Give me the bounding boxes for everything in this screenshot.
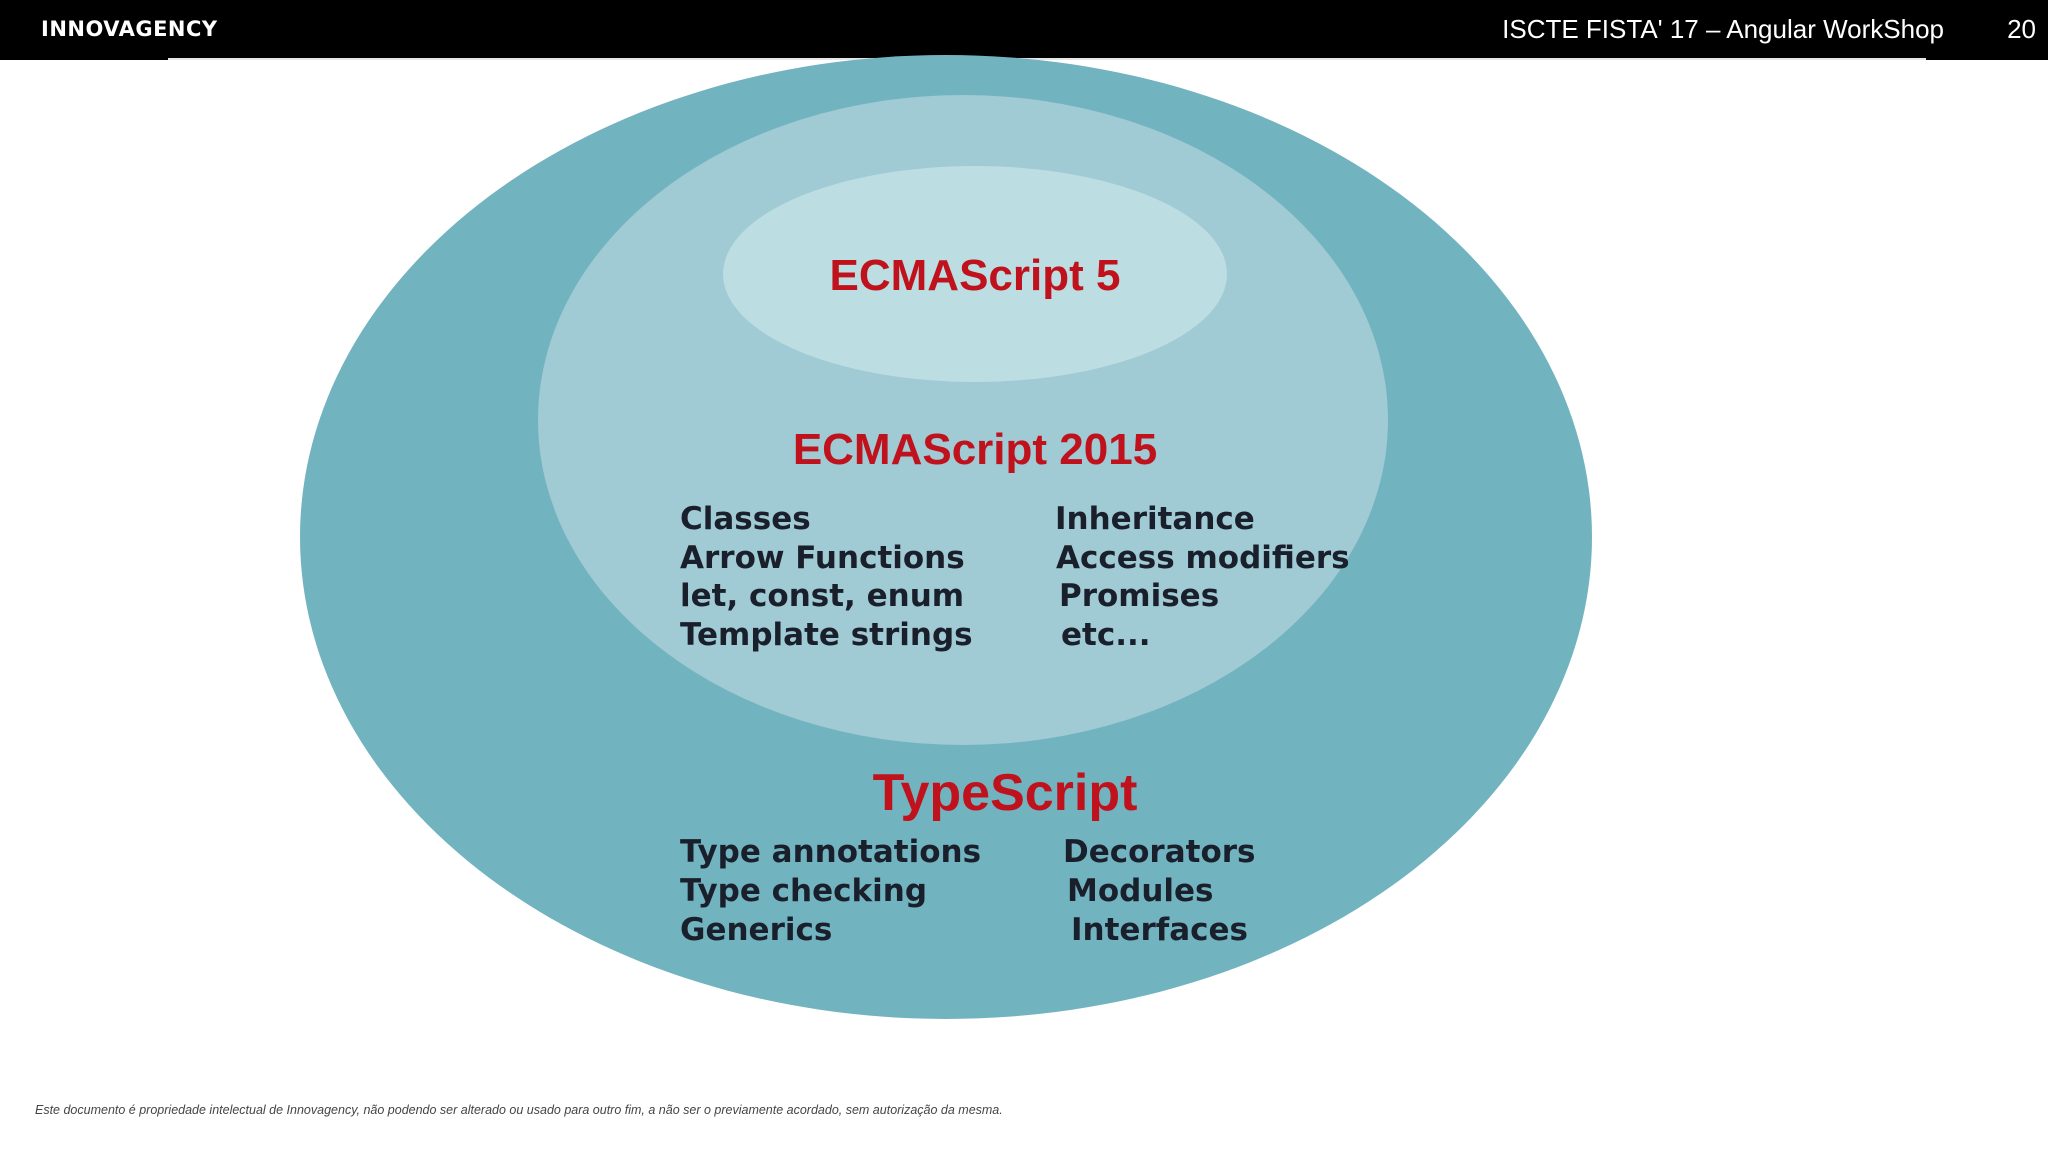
ecmascript5-title: ECMAScript 5 <box>830 251 1121 300</box>
footer-disclaimer: Este documento é propriedade intelectual… <box>35 1103 1003 1117</box>
innovagency-logo: INNOVAGENCY <box>41 17 218 41</box>
ts-feature-right-2: Modules <box>1067 873 1214 909</box>
ecmascript2015-title: ECMAScript 2015 <box>793 425 1157 474</box>
ts-feature-left-3: Generics <box>680 912 832 948</box>
header-divider <box>168 58 1926 60</box>
es2015-feature-right-3: Promises <box>1059 578 1219 614</box>
es2015-feature-left-3: let, const, enum <box>680 578 964 614</box>
typescript-title: TypeScript <box>873 764 1138 822</box>
presentation-title: ISCTE FISTA' 17 – Angular WorkShop <box>1502 14 1944 44</box>
ts-feature-left-2: Type checking <box>680 873 927 909</box>
ts-feature-left-1: Type annotations <box>680 834 981 870</box>
es2015-feature-right-1: Inheritance <box>1055 501 1255 537</box>
ts-feature-right-3: Interfaces <box>1071 912 1248 948</box>
es2015-feature-left-1: Classes <box>680 501 811 537</box>
es2015-feature-right-4: etc... <box>1061 617 1151 653</box>
ts-feature-right-1: Decorators <box>1063 834 1256 870</box>
ecmascript5-ring <box>723 166 1227 382</box>
es2015-feature-left-4: Template strings <box>680 617 973 653</box>
es2015-feature-right-2: Access modifiers <box>1056 540 1350 576</box>
es2015-feature-left-2: Arrow Functions <box>680 540 965 576</box>
header-bar: INNOVAGENCY ISCTE FISTA' 17 – Angular Wo… <box>0 0 2048 60</box>
page-number: 20 <box>2007 14 2036 44</box>
